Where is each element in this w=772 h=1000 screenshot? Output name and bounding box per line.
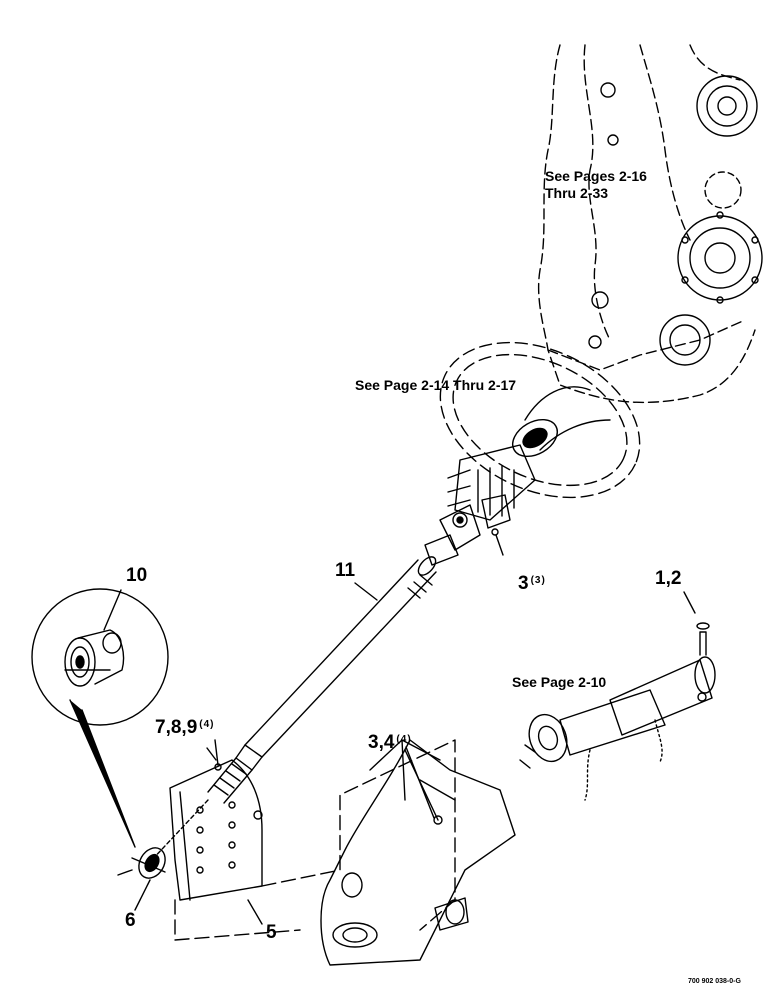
frame [320, 739, 516, 966]
callout-1-2: 1,2 [655, 568, 682, 589]
detail-circle [31, 588, 169, 848]
callout-3-quantity: (3) [530, 575, 546, 586]
drive-shaft [149, 556, 437, 863]
callout-7-8-9: 7,8,9(4) [155, 717, 215, 739]
figure-number: 700 902 038-0-G [688, 978, 741, 985]
reference-line-2: Thru 2-33 [545, 185, 609, 201]
callout-3-number: 3 [518, 573, 529, 594]
coupler-assembly [424, 418, 558, 566]
shield-disc [439, 341, 641, 499]
callout-3-4-number: 3,4 [368, 732, 395, 753]
callout-3: 3(3) [518, 573, 546, 595]
callout-7-8-9-number: 7,8,9 [155, 717, 198, 738]
leader-lines [103, 582, 696, 925]
pto-driveline [519, 622, 716, 801]
callout-6: 6 [125, 910, 136, 931]
bearing-flange [117, 847, 166, 879]
reference-page-2-14: See Page 2-14 Thru 2-17 [355, 377, 517, 393]
mounting-plate [169, 739, 456, 941]
callout-7-8-9-quantity: (4) [199, 719, 215, 730]
callout-3-4: 3,4(4) [368, 732, 412, 754]
callout-11: 11 [335, 560, 356, 581]
callout-10: 10 [126, 565, 148, 586]
reference-page-2-10: See Page 2-10 [512, 674, 607, 690]
reference-line-1: See Pages 2-16 [545, 168, 647, 184]
gearbox-housing [524, 44, 763, 451]
reference-pages-2-16: See Pages 2-16 Thru 2-33 [545, 168, 647, 202]
callout-5: 5 [266, 922, 277, 943]
callout-3-4-quantity: (4) [396, 734, 412, 745]
